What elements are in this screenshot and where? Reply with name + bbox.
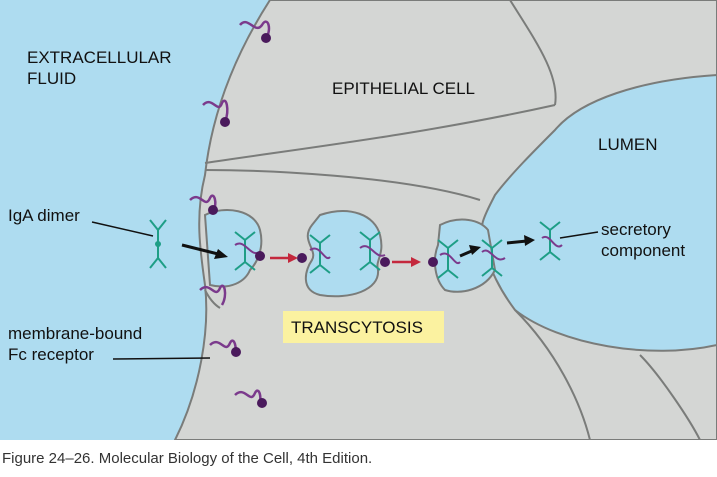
figure-caption: Figure 24–26. Molecular Biology of the C… [2,450,373,467]
fc-receptor-icon [189,194,217,211]
iga-receptor-complexes [234,221,563,279]
fc-receptor-label-1: membrane-bound [8,324,142,343]
iga-dimer-label: IgA dimer [8,206,80,225]
epithelial-cell-label: EPITHELIAL CELL [332,79,475,98]
transcytosis-label: TRANSCYTOSIS [291,318,423,337]
complex-exocytosis [428,239,461,279]
lumen-label: LUMEN [598,135,658,154]
complex-vesicle-1 [297,234,331,274]
secretory-component-label-2: component [601,241,685,260]
lumen-region [480,73,717,352]
extracellular-fluid-label-2: FLUID [27,69,76,88]
secretory-component-label-1: secretory [601,220,671,239]
extracellular-fluid-label-1: EXTRACELLULAR [27,48,172,67]
secretory-iga [539,221,563,261]
fc-receptor-icon [239,20,271,39]
fc-receptors [189,20,271,408]
iga-dimer-icon [149,219,167,269]
fc-receptor-icon [202,99,229,123]
cell-boundaries [204,0,701,440]
transcytosis-label-box [283,311,444,343]
label-leader-lines [91,221,599,360]
arrow-icon [181,235,535,267]
complex-pit [234,231,265,271]
complex-vesicle-2 [359,231,390,271]
transcytosis-diagram: TRANSCYTOSIS EXTRACELLULAR FLUID EPITHEL… [0,0,717,440]
transport-vesicle [304,210,383,298]
fc-receptor-label-2: Fc receptor [8,345,94,364]
complex-released [481,239,506,277]
fc-receptor-icon [199,284,227,306]
exocytosis-site [433,218,497,293]
